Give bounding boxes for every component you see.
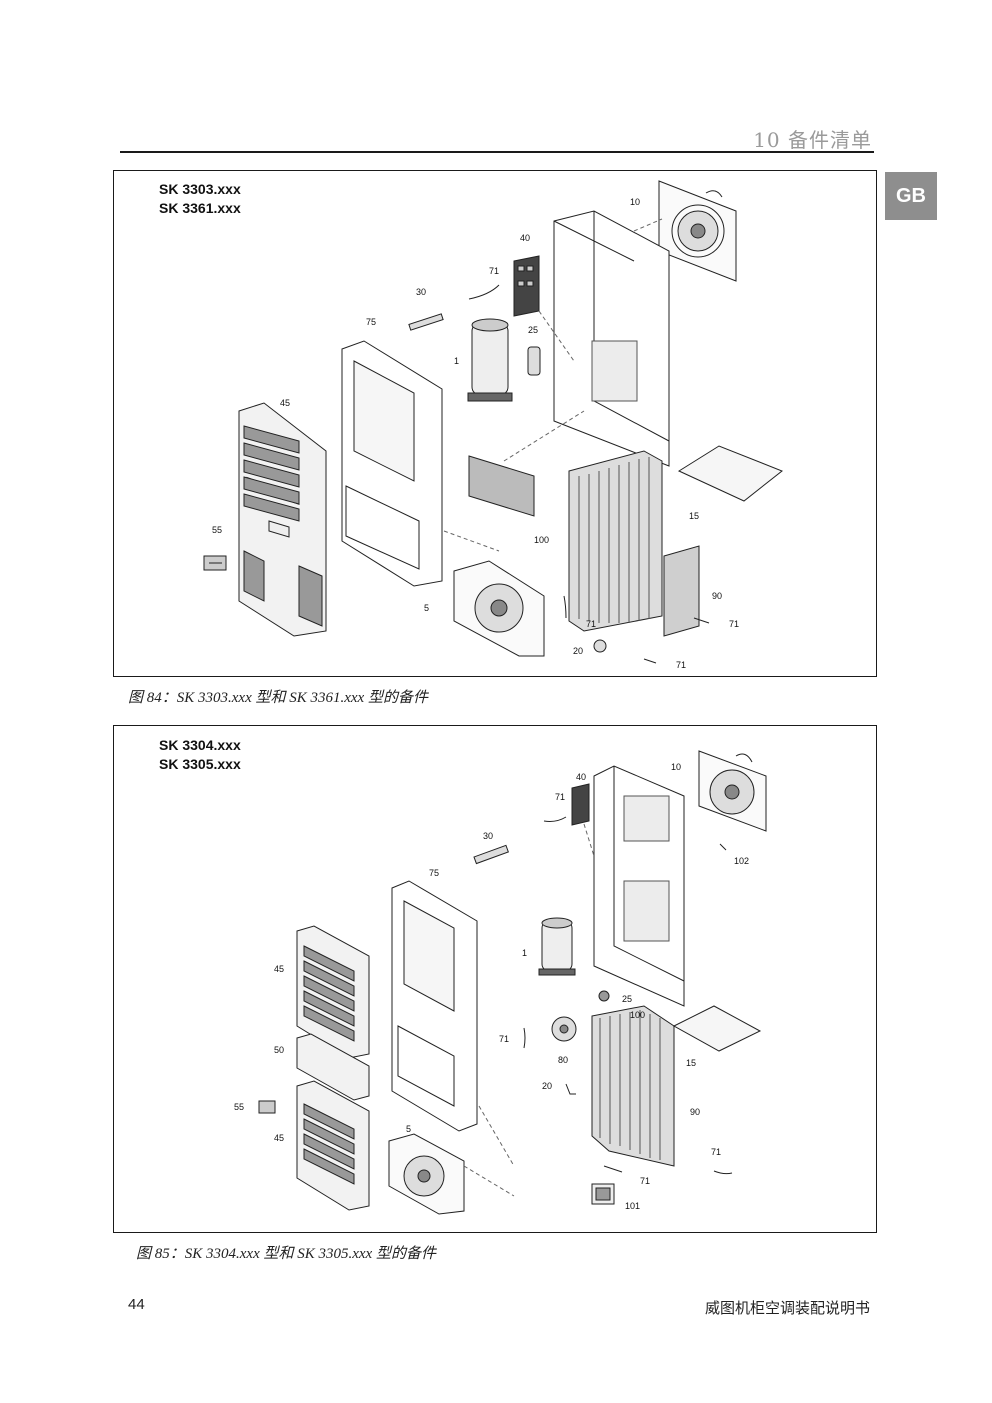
connector-55 <box>258 1100 276 1114</box>
compressor-1 <box>538 917 576 976</box>
control-board-40 <box>513 255 540 317</box>
figure-84-box: SK 3303.xxx SK 3361.xxx <box>113 170 877 677</box>
frame-75 <box>341 340 443 587</box>
fan-part-10 <box>698 750 767 832</box>
callout: 71 <box>499 1034 509 1044</box>
page-number: 44 <box>128 1296 145 1313</box>
callout: 75 <box>366 317 376 327</box>
callout: 5 <box>424 603 429 613</box>
callout: 100 <box>630 1010 645 1020</box>
sensor-71-c <box>693 617 710 624</box>
cover-45 <box>238 402 327 637</box>
sensor-71 <box>468 284 500 300</box>
cover-45-bottom <box>296 1080 370 1211</box>
callout: 71 <box>489 266 499 276</box>
filter-25 <box>527 346 541 376</box>
callout: 101 <box>625 1201 640 1211</box>
callout: 71 <box>729 619 739 629</box>
callout: 45 <box>274 1133 284 1143</box>
callout: 71 <box>586 619 596 629</box>
callout: 10 <box>671 762 681 772</box>
callout: 100 <box>534 535 549 545</box>
header-divider <box>120 151 874 153</box>
model-label-1: SK 3304.xxx <box>159 737 241 753</box>
sensor-71-d <box>643 658 657 664</box>
callout: 71 <box>555 792 565 802</box>
callout: 10 <box>630 197 640 207</box>
bracket-101 <box>591 1183 615 1205</box>
sensor-71-b <box>523 1027 526 1049</box>
callout: 15 <box>686 1058 696 1068</box>
figure-85-box: SK 3304.xxx SK 3305.xxx <box>113 725 877 1233</box>
callout: 40 <box>520 233 530 243</box>
sensor-71-d <box>603 1165 623 1173</box>
callout: 80 <box>558 1055 568 1065</box>
part-20 <box>593 639 607 653</box>
model-label-2: SK 3361.xxx <box>159 200 241 216</box>
housing-frame <box>593 765 685 1007</box>
fan-part-5 <box>388 1133 465 1215</box>
side-plate-90 <box>663 545 700 637</box>
part-30 <box>408 313 444 331</box>
part-80 <box>551 1016 577 1042</box>
callout: 90 <box>712 591 722 601</box>
sensor-71 <box>543 816 567 822</box>
callout: 55 <box>234 1102 244 1112</box>
cover-45-top <box>296 925 370 1059</box>
section-title: 10 备件清单 <box>753 128 872 152</box>
compressor-1 <box>467 318 513 402</box>
callout: 45 <box>274 964 284 974</box>
language-tab: GB <box>885 172 937 220</box>
part-30 <box>473 844 509 865</box>
cover-50 <box>296 1033 370 1101</box>
callout: 1 <box>522 948 527 958</box>
part-20 <box>565 1083 576 1095</box>
document-title: 威图机柜空调装配说明书 <box>704 1299 870 1317</box>
callout: 50 <box>274 1045 284 1055</box>
condenser-100 <box>568 450 663 632</box>
frame-75 <box>391 880 478 1132</box>
sensor-71-c <box>713 1170 733 1175</box>
callout: 102 <box>734 856 749 866</box>
callout: 5 <box>406 1124 411 1134</box>
filter-mesh <box>468 455 535 517</box>
model-label-1: SK 3303.xxx <box>159 181 241 197</box>
model-label-2: SK 3305.xxx <box>159 756 241 772</box>
callout: 30 <box>483 831 493 841</box>
part-102 <box>719 843 727 851</box>
condenser-100 <box>591 1005 675 1167</box>
fan-part-5 <box>453 560 545 657</box>
figure-85-caption: 图 85：SK 3304.xxx 型和 SK 3305.xxx 型的备件 <box>136 1246 436 1262</box>
sensor-71-b <box>563 595 567 619</box>
callout: 15 <box>689 511 699 521</box>
callout: 30 <box>416 287 426 297</box>
callout: 45 <box>280 398 290 408</box>
callout: 20 <box>542 1081 552 1091</box>
figure-84-caption: 图 84：SK 3303.xxx 型和 SK 3361.xxx 型的备件 <box>128 690 428 706</box>
callout: 75 <box>429 868 439 878</box>
exploded-diagram-84: 10 40 71 30 75 25 1 45 15 100 55 90 5 71… <box>203 180 783 670</box>
callout: 20 <box>573 646 583 656</box>
callout: 71 <box>711 1147 721 1157</box>
accessory-bag-15 <box>677 445 783 502</box>
callout: 1 <box>454 356 459 366</box>
part-25 <box>598 990 610 1002</box>
callout: 25 <box>528 325 538 335</box>
control-board-40 <box>571 783 590 826</box>
callout: 90 <box>690 1107 700 1117</box>
exploded-diagram-85: 10 40 71 30 102 75 1 45 25 100 71 80 15 … <box>234 750 767 1215</box>
fan-part-10 <box>658 180 737 282</box>
accessory-bag-15 <box>672 1005 762 1052</box>
callout: 71 <box>676 660 686 670</box>
callout: 25 <box>622 994 632 1004</box>
callout: 55 <box>212 525 222 535</box>
callout: 71 <box>640 1176 650 1186</box>
connector-55 <box>203 555 227 571</box>
housing-frame <box>553 210 670 467</box>
callout: 40 <box>576 772 586 782</box>
